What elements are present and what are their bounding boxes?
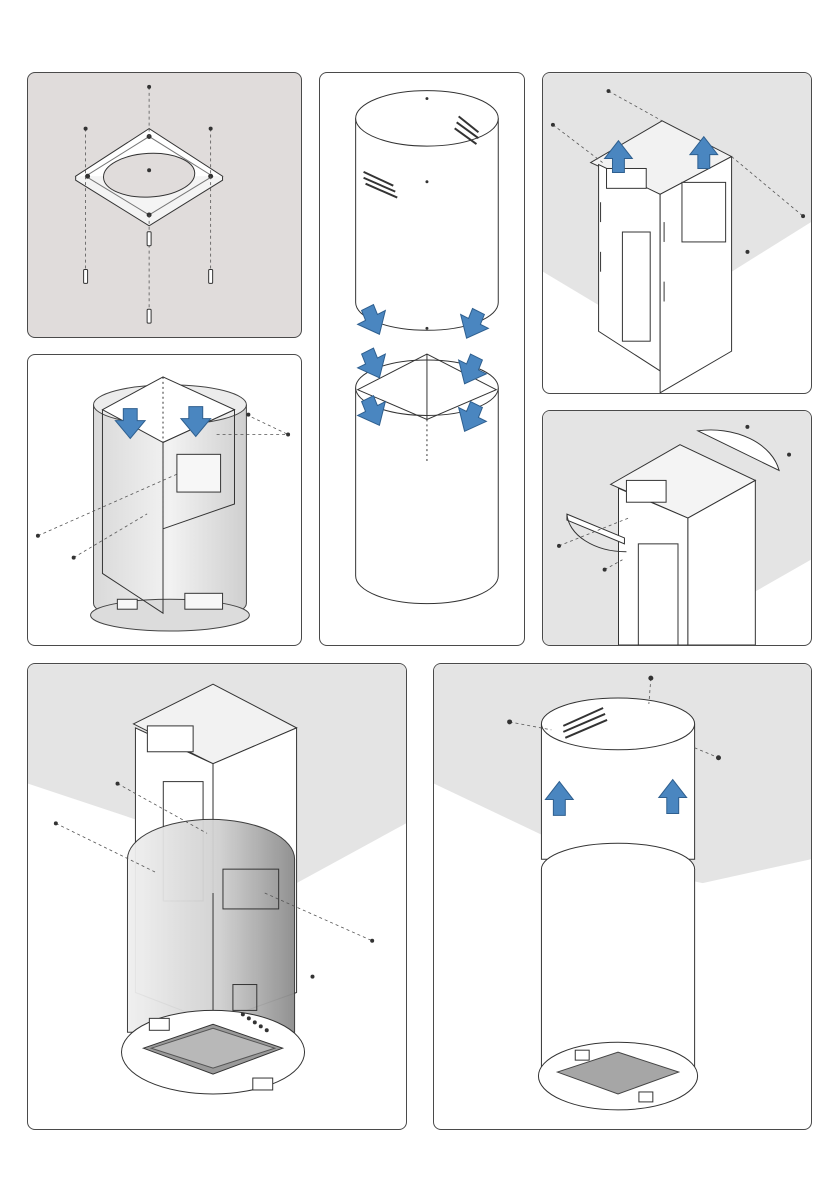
- hood-to-frame-diagram: [28, 664, 406, 1129]
- half-rings-diagram: [543, 411, 811, 645]
- chimney-assembly-diagram: [320, 73, 524, 645]
- step-slide-upper-chimney-panel: [319, 72, 525, 646]
- step-mount-bracket-panel: [27, 72, 302, 338]
- frame-inside-chimney-diagram: [28, 355, 301, 645]
- step-attach-frame-to-bracket-panel: [542, 72, 812, 394]
- step-fix-hood-to-frame-panel: [27, 663, 407, 1130]
- step-attach-half-rings-panel: [542, 410, 812, 646]
- upper-chimney: [356, 118, 499, 330]
- step-raise-upper-chimney-panel: [433, 663, 812, 1130]
- wall-plugs: [84, 232, 213, 323]
- step-frame-inside-chimney-panel: [27, 354, 302, 646]
- raise-chimney-diagram: [434, 664, 811, 1129]
- frame-to-bracket-diagram: [543, 73, 811, 393]
- bracket-mounting-diagram: [28, 73, 301, 337]
